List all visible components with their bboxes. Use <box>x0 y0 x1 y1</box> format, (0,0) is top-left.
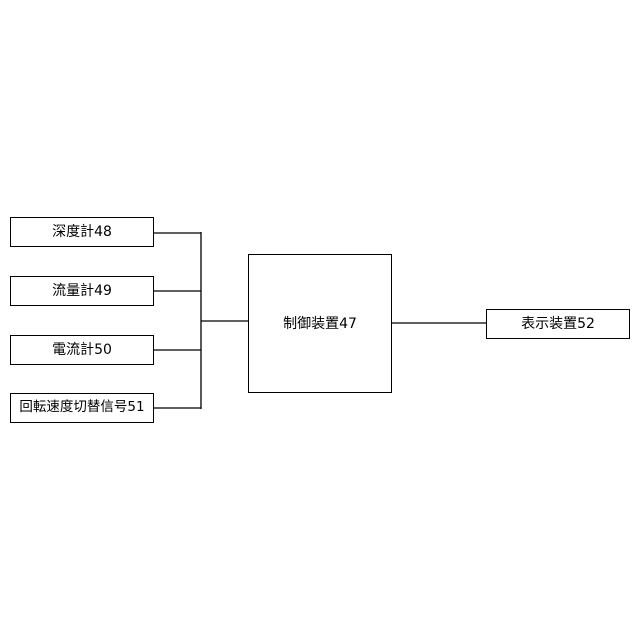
rotation-speed-switch-signal-label: 回転速度切替信号51 <box>19 401 144 415</box>
ammeter-box: 電流計50 <box>10 335 154 365</box>
controller-box: 制御装置47 <box>248 254 392 393</box>
flow-meter-label: 流量計49 <box>52 284 112 298</box>
ammeter-label: 電流計50 <box>52 343 112 357</box>
display-device-box: 表示装置52 <box>486 309 630 339</box>
flow-meter-box: 流量計49 <box>10 276 154 306</box>
controller-label: 制御装置47 <box>283 317 357 331</box>
display-device-label: 表示装置52 <box>521 317 595 331</box>
depth-gauge-box: 深度計48 <box>10 217 154 247</box>
rotation-speed-switch-signal-box: 回転速度切替信号51 <box>10 393 154 423</box>
depth-gauge-label: 深度計48 <box>52 225 112 239</box>
